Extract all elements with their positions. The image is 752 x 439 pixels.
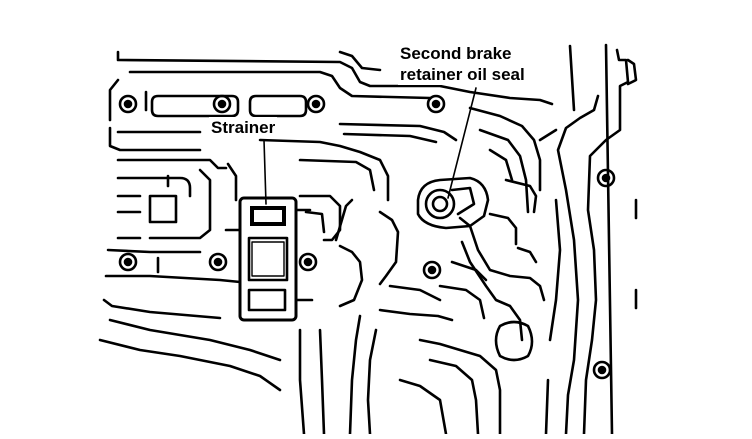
strainer: [224, 196, 314, 322]
oil-seal-label-line1: Second brake: [400, 44, 512, 63]
bolt-hole-8: [422, 260, 442, 280]
oil-seal-leader: [447, 87, 477, 199]
oil-seal-label-line2: retainer oil seal: [400, 65, 525, 84]
center-passages: [226, 138, 454, 436]
bolt-holes: [118, 94, 616, 380]
bolt-hole-2: [212, 94, 232, 114]
bolt-hole-10: [592, 360, 612, 380]
bolt-hole-4: [426, 94, 446, 114]
oil-seal-label: Second brake retainer oil seal: [398, 43, 527, 85]
case-wall: [544, 43, 638, 436]
left-passages: [98, 158, 282, 392]
leader-lines: [263, 87, 477, 205]
top-passages: [108, 50, 554, 214]
bolt-hole-5: [118, 252, 138, 272]
oil-seal-fitting: [416, 176, 490, 230]
strainer-leader: [263, 139, 267, 205]
bolt-hole-7: [298, 252, 318, 272]
bolt-hole-3: [306, 94, 326, 114]
bolt-hole-6: [208, 252, 228, 272]
strainer-label: Strainer: [209, 117, 278, 138]
right-passages: [398, 128, 558, 436]
bolt-hole-9: [596, 168, 616, 188]
bolt-hole-1: [118, 94, 138, 114]
